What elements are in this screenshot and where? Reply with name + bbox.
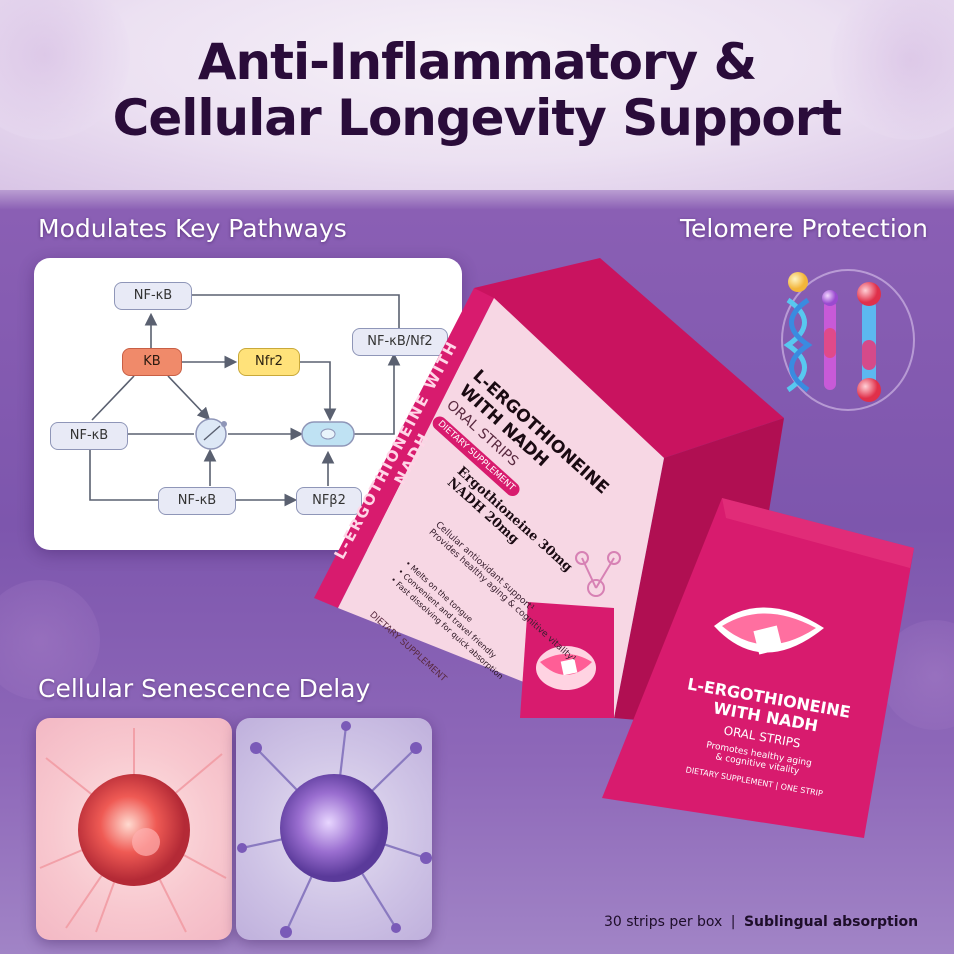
telomere-strand (857, 282, 881, 402)
title-line-1: Anti-Inflammatory & (197, 33, 757, 91)
arrow (89, 448, 158, 501)
senescent-cell-illustration (237, 721, 432, 938)
node-nfkb-nf2: NF-κB/Nf2 (352, 328, 448, 356)
healthy-cell-illustration (39, 728, 227, 933)
background-cell (0, 580, 100, 700)
node-nfkb-top: NF-κB (114, 282, 192, 310)
absorption-method: Sublingual absorption (743, 914, 919, 930)
footer-separator: | (730, 914, 736, 930)
pathway-diagram: NF-κB KB Nfr2 NF-κB/Nf2 NF-κB NF-κB NFβ2 (34, 258, 462, 550)
node-nfkb-left: NF-κB (50, 422, 128, 450)
chromosome-strand (822, 290, 838, 390)
page-title: Anti-Inflammatory & Cellular Longevity S… (0, 34, 954, 146)
dna-strand (783, 272, 813, 393)
arrow (192, 294, 400, 328)
arrow (167, 375, 211, 421)
strip-count: 30 strips per box (604, 914, 723, 930)
senescent-cell-image (236, 718, 432, 940)
lips-icon (714, 607, 824, 655)
arrow (300, 361, 337, 422)
healthy-cell-image (36, 718, 232, 940)
footer-info: 30 strips per box | Sublingual absorptio… (604, 914, 918, 930)
title-line-2: Cellular Longevity Support (112, 89, 843, 147)
node-nfr2: Nfr2 (238, 348, 300, 376)
telomere-illustration (781, 269, 915, 411)
senescence-heading: Cellular Senescence Delay (38, 674, 371, 703)
node-nfb2-bottom: NFβ2 (296, 487, 362, 515)
product-box-art (314, 258, 784, 728)
header-band (0, 0, 954, 190)
node-kb: KB (122, 348, 182, 376)
arrow (91, 375, 135, 421)
product-box: L-ERGOTHIONEINE WITH NADH L-ERGOTHIONEIN… (314, 258, 784, 728)
oral-strip: L-ERGOTHIONEINE WITH NADH ORAL STRIPS Pr… (602, 498, 914, 838)
telomere-heading: Telomere Protection (680, 214, 928, 243)
pathway-connectors (89, 294, 401, 507)
pathways-heading: Modulates Key Pathways (38, 214, 347, 243)
oral-strip-art (602, 498, 914, 838)
arrow (354, 352, 401, 435)
node-nfkb-bottom: NF-κB (158, 487, 236, 515)
